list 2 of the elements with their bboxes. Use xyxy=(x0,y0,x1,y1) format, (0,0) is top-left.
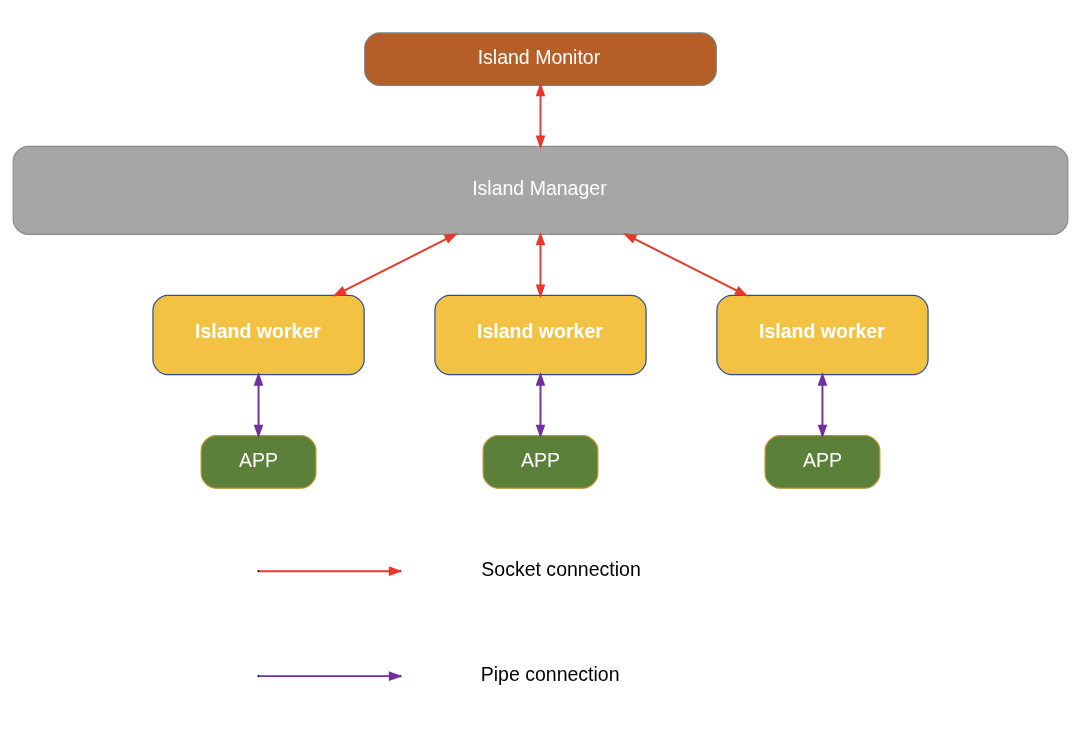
legend-label: Pipe connection xyxy=(480,662,620,685)
legend-label: Socket connection xyxy=(481,557,641,580)
